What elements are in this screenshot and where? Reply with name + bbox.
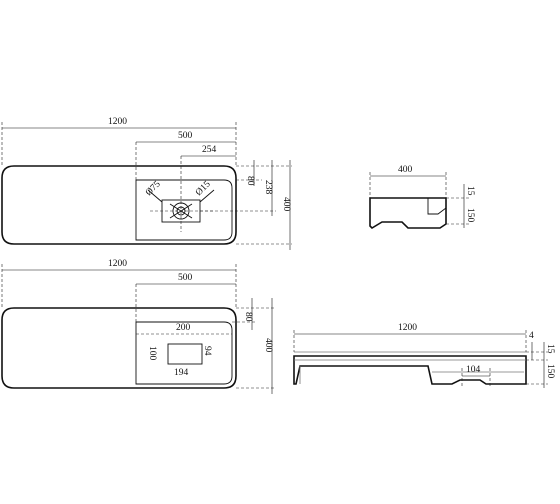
opening-width-label: 200 bbox=[176, 323, 191, 333]
front-thickness-label: 15 bbox=[545, 344, 555, 354]
front-view: 1200 104 4 15 150 bbox=[293, 323, 555, 388]
bottom-length-label: 1200 bbox=[108, 259, 127, 269]
top-tap-offset-label: 254 bbox=[202, 145, 217, 155]
top-view-outline bbox=[1, 165, 237, 245]
bottom-opening bbox=[167, 343, 203, 365]
front-drain-width-label: 104 bbox=[466, 365, 481, 375]
top-view: Ø75 Ø15 1200 500 254 80 238 400 bbox=[1, 117, 292, 250]
side-top-thickness-label: 15 bbox=[465, 186, 475, 196]
front-view-outline bbox=[293, 355, 527, 385]
opening-inner-height-label: 94 bbox=[202, 346, 212, 356]
drain-diameter-label: Ø75 bbox=[144, 179, 163, 198]
top-overall-depth-label: 400 bbox=[281, 197, 291, 212]
tap-diameter-label: Ø15 bbox=[194, 179, 213, 198]
side-view: 400 15 150 bbox=[369, 165, 475, 230]
bottom-overall-depth-label: 400 bbox=[263, 338, 273, 353]
opening-inner-width-label: 194 bbox=[174, 368, 189, 378]
side-view-outline bbox=[369, 197, 447, 230]
bottom-view-outline bbox=[1, 307, 237, 389]
top-length-label: 1200 bbox=[108, 117, 127, 127]
front-height-label: 150 bbox=[545, 364, 555, 379]
top-basin-width-label: 500 bbox=[178, 131, 193, 141]
opening-height-label: 100 bbox=[147, 346, 157, 361]
front-top-rim-label: 4 bbox=[529, 331, 534, 341]
front-length-label: 1200 bbox=[398, 323, 417, 333]
bottom-view-basin bbox=[135, 321, 233, 385]
bottom-edge-offset-label: 80 bbox=[243, 312, 253, 322]
side-height-label: 150 bbox=[465, 208, 475, 223]
top-view-basin bbox=[135, 179, 233, 241]
side-width-label: 400 bbox=[398, 165, 413, 175]
bottom-view: 1200 500 200 100 94 194 80 400 bbox=[1, 259, 276, 394]
top-drain-depth-label: 238 bbox=[263, 180, 273, 195]
top-tap-hole-depth-label: 80 bbox=[245, 176, 255, 186]
bottom-basin-width-label: 500 bbox=[178, 273, 193, 283]
